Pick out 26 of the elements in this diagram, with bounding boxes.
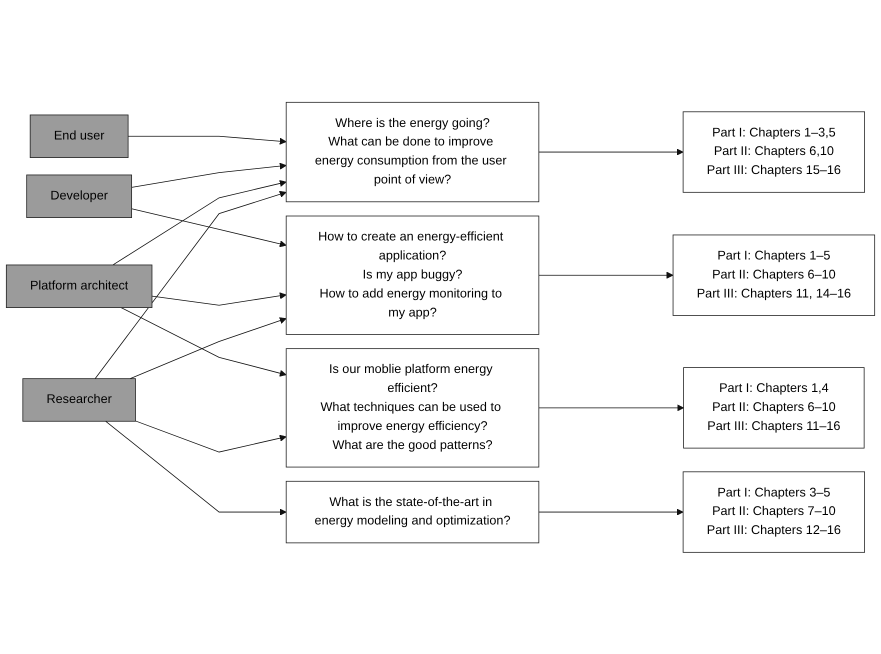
arrow bbox=[538, 508, 684, 516]
arrow bbox=[120, 306, 286, 376]
node-box: Where is the energy going? What can be done to improve energy consumption from the user point of view? bbox=[286, 102, 540, 202]
arrow bbox=[538, 148, 684, 156]
node-box: Researcher bbox=[22, 378, 136, 422]
arrow bbox=[152, 292, 286, 306]
arrow bbox=[130, 316, 286, 379]
arrow bbox=[131, 162, 286, 188]
node-box: Part I: Chapters 1–3,5 Part II: Chapters 6,10 Part III: Chapters 15–16 bbox=[682, 111, 865, 192]
arrow bbox=[128, 136, 286, 144]
node-box: Part I: Chapters 1–5 Part II: Chapters 6–10 Part III: Chapters 11, 14–16 bbox=[672, 234, 876, 316]
node-box: End user bbox=[30, 114, 129, 158]
node-box: Developer bbox=[26, 174, 132, 218]
node-box: How to create an energy-efficient application? Is my app buggy? How to add energy monitoring to my app? bbox=[286, 215, 540, 334]
arrow bbox=[94, 190, 286, 379]
node-box: What is the state-of-the-art in energy modeling and optimization? bbox=[286, 480, 540, 543]
arrow bbox=[105, 420, 286, 516]
arrow bbox=[538, 404, 684, 411]
arrow bbox=[131, 208, 286, 247]
node-box: Is our moblie platform energy efficient? What techniques can be used to improve energy efficiency? What are the good patterns? bbox=[286, 348, 540, 468]
node-box: Part I: Chapters 3–5 Part II: Chapters 7–10 Part III: Chapters 12–16 bbox=[682, 471, 865, 552]
node-box: Platform architect bbox=[6, 264, 152, 308]
arrow bbox=[135, 420, 286, 452]
arrow bbox=[538, 271, 674, 278]
arrow bbox=[112, 180, 286, 266]
node-box: Part I: Chapters 1,4 Part II: Chapters 6–10 Part III: Chapters 11–16 bbox=[683, 366, 865, 448]
